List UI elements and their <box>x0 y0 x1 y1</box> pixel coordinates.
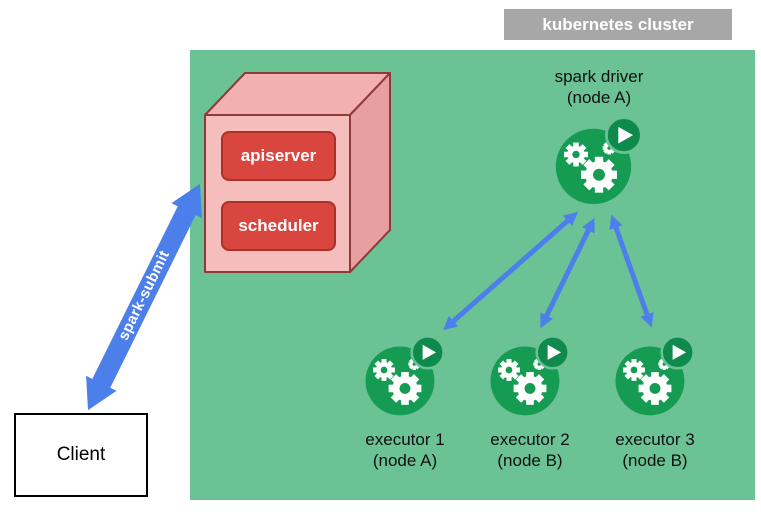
spark-driver-icon <box>553 114 645 206</box>
client-box: Client <box>14 413 148 497</box>
executor-3-icon <box>613 333 697 417</box>
spark-driver-label: spark driver (node A) <box>518 66 680 108</box>
executor-1-node: (node A) <box>372 451 438 470</box>
executor-3-name: executor 3 <box>615 430 695 449</box>
executor-2-name: executor 2 <box>490 430 570 449</box>
executor-2-icon <box>488 333 572 417</box>
executor-3-node: (node B) <box>622 451 688 470</box>
apiserver-box: apiserver <box>221 131 336 181</box>
executor-3-label: executor 3 (node B) <box>588 429 722 471</box>
kubernetes-cluster-label: kubernetes cluster <box>504 9 732 40</box>
executor-1-label: executor 1 (node A) <box>338 429 472 471</box>
executor-2-label: executor 2 (node B) <box>463 429 597 471</box>
executor-1-icon <box>363 333 447 417</box>
spark-driver-name: spark driver <box>554 67 644 86</box>
client-label: Client <box>56 444 106 465</box>
spark-driver-node: (node A) <box>566 88 632 107</box>
spark-submit-label: spark-submit <box>114 247 174 344</box>
scheduler-box: scheduler <box>221 201 336 251</box>
executor-1-name: executor 1 <box>365 430 445 449</box>
executor-2-node: (node B) <box>497 451 563 470</box>
